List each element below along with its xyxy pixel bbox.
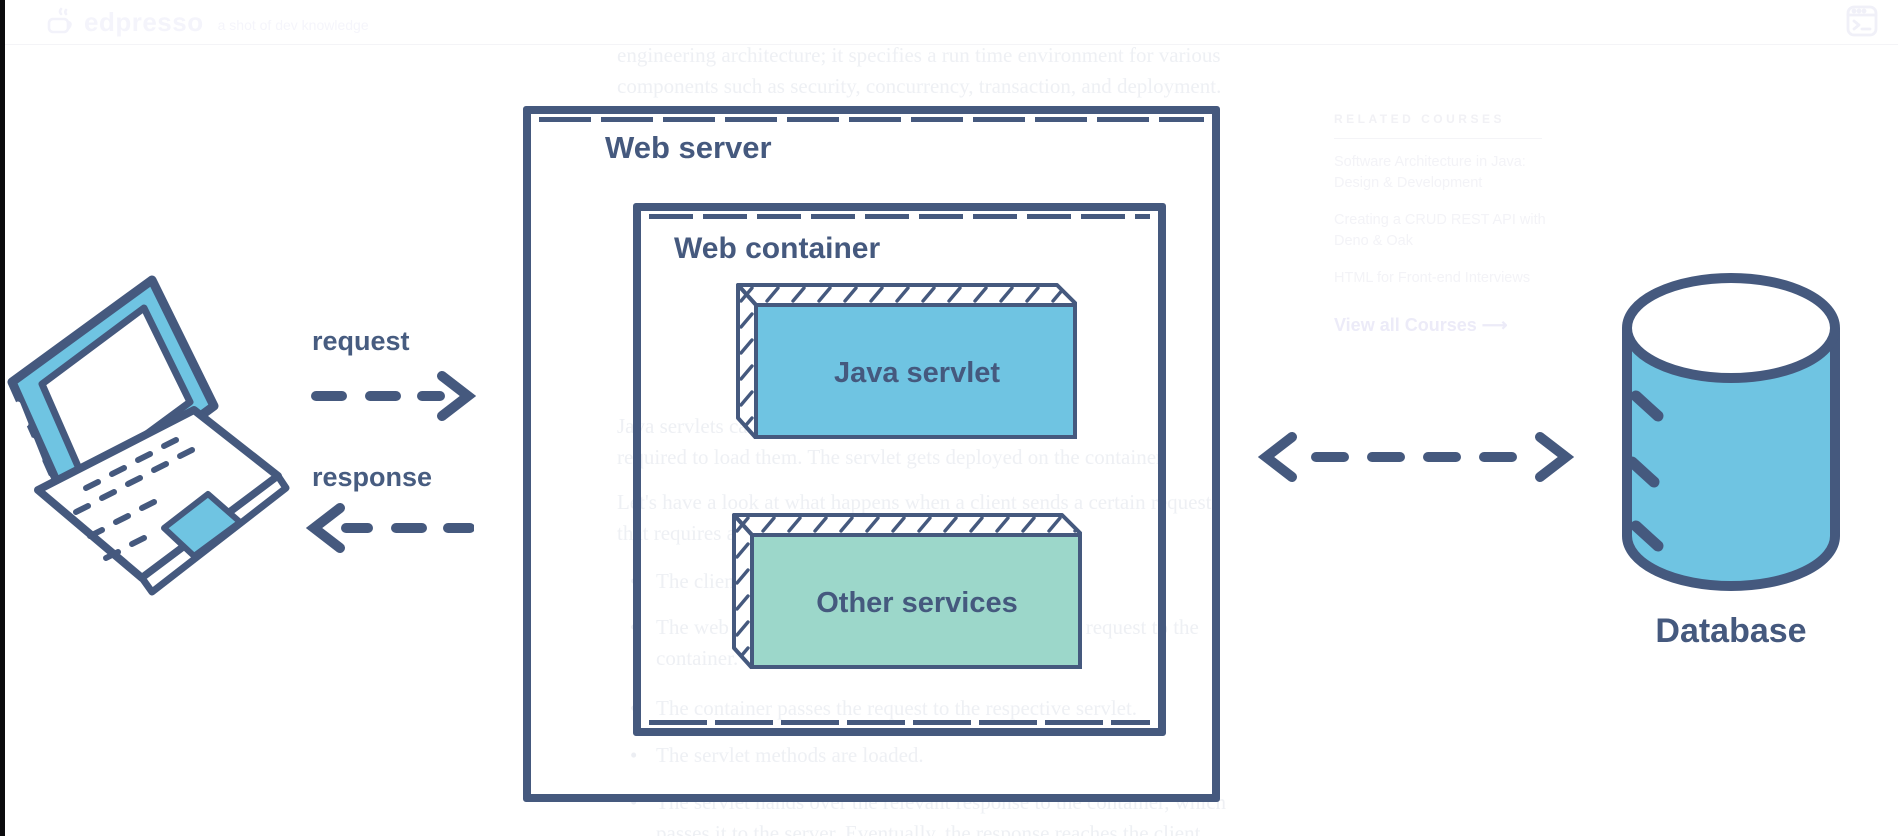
article-bullet-cont: passes it to the server. Eventually, the… [656, 821, 1206, 836]
related-courses-title: RELATED COURSES [1334, 112, 1505, 126]
article-bullet: The container passes the request to the … [630, 695, 1137, 721]
database-label: Database [1655, 612, 1807, 650]
sidebar-course-link[interactable]: Software Architecture in Java: Design & … [1334, 154, 1526, 191]
sidebar-course-link[interactable]: Creating a CRUD REST API with Deno & Oak [1334, 212, 1546, 249]
article-text-line: required to load them. The servlet gets … [617, 445, 1168, 469]
edpresso-logo[interactable]: edpresso a shot of dev knowledge [44, 6, 369, 38]
response-label: response [312, 462, 433, 492]
web-container-box [633, 203, 1166, 736]
request-label: request [312, 326, 410, 356]
article-bullet: The servlet methods are loaded. [630, 742, 924, 768]
dashed-arrow-right-icon [311, 371, 476, 421]
other-services-label: Other services [816, 587, 1018, 619]
coffee-cup-icon [47, 7, 72, 34]
logo-wordmark: edpresso [84, 6, 204, 37]
other-services-box: Other services [732, 513, 1082, 669]
sidebar-course-link[interactable]: HTML for Front-end Interviews [1334, 270, 1531, 286]
article-text-line: components such as security, concurrency… [617, 74, 1222, 98]
article-text-line: engineering architecture; it specifies a… [617, 43, 1221, 67]
logo-tagline: a shot of dev knowledge [217, 17, 369, 33]
java-servlet-label: Java servlet [834, 357, 1000, 389]
view-all-courses-link[interactable]: View all Courses ⟶ [1334, 315, 1508, 335]
web-server-box [523, 106, 1220, 802]
article-bullet-cont: container. [656, 646, 739, 670]
web-server-label: Web server [605, 130, 772, 165]
terminal-window-icon[interactable] [1845, 4, 1879, 38]
database-cylinder-icon [1622, 273, 1840, 591]
dashed-arrow-bidirectional-icon [1258, 432, 1574, 482]
header-divider [5, 44, 1898, 45]
laptop-icon [7, 275, 290, 596]
window-edge-bar [0, 0, 5, 836]
article-text-line: Let's have a look at what happens when a… [617, 490, 1212, 514]
java-servlet-box: Java servlet [736, 283, 1077, 439]
sidebar-divider [1334, 138, 1542, 139]
dashed-arrow-left-icon [306, 503, 474, 553]
web-container-label: Web container [674, 232, 881, 265]
